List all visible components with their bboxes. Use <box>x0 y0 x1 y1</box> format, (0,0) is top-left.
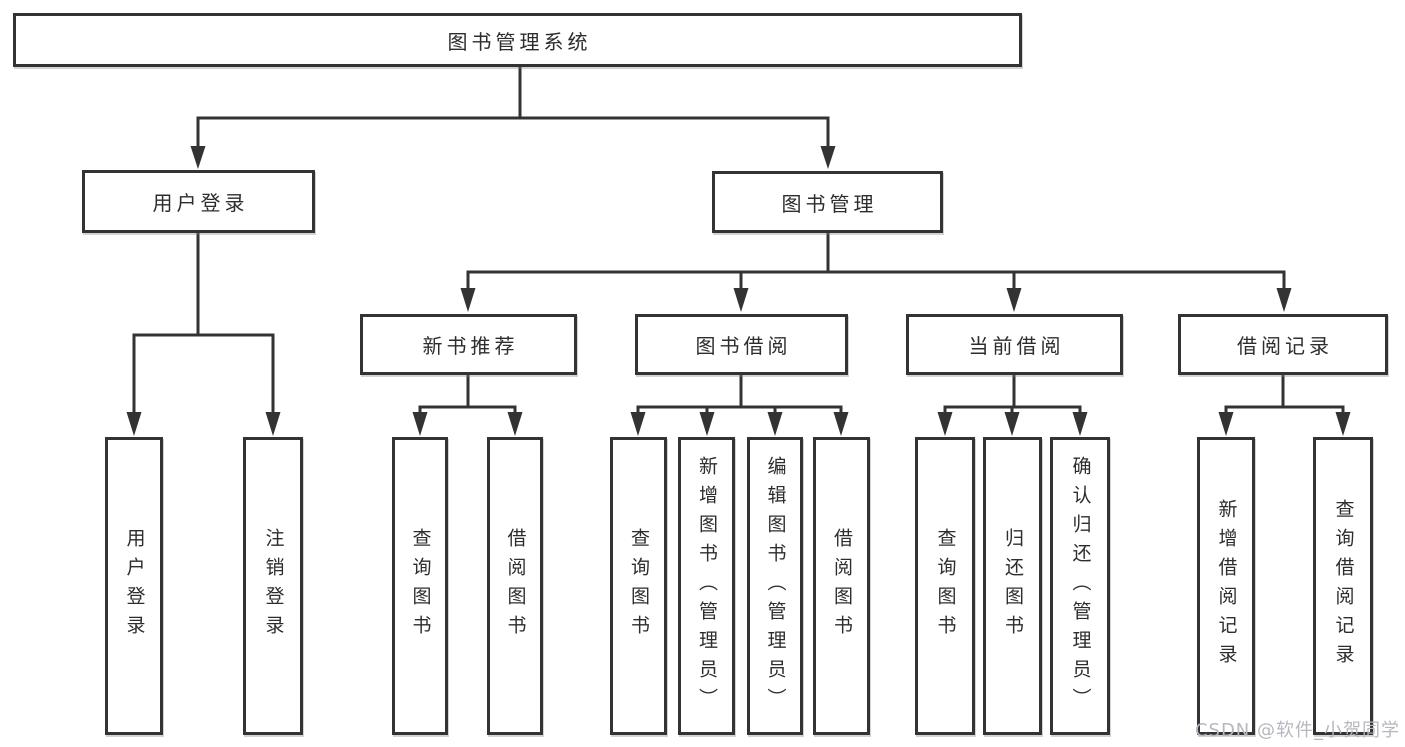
leaf-add-book-admin-label: 新增图书（管理员） <box>696 455 718 717</box>
node-root-label: 图书管理系统 <box>447 29 592 54</box>
node-new-book-recommend-label: 新书推荐 <box>422 334 519 358</box>
node-borrow-records: 借阅记录 <box>1178 314 1388 375</box>
leaf-add-book-admin: 新增图书（管理员） <box>678 437 735 735</box>
node-book-management-label: 图书管理 <box>781 191 878 216</box>
leaf-logout: 注销登录 <box>243 437 303 735</box>
leaf-add-borrow-record-label: 新增借阅记录 <box>1215 499 1238 673</box>
leaf-query-borrow-record-label: 查询借阅记录 <box>1332 499 1355 673</box>
leaf-query-books-borrow: 查询图书 <box>610 437 667 735</box>
node-borrow-records-label: 借阅记录 <box>1237 334 1333 358</box>
leaf-edit-book-admin-label: 编辑图书（管理员） <box>764 455 787 717</box>
node-book-borrowing: 图书借阅 <box>635 314 848 375</box>
leaf-query-books-current-label: 查询图书 <box>934 528 957 644</box>
leaf-borrow-books-recommend-label: 借阅图书 <box>504 528 527 644</box>
node-current-borrowing-label: 当前借阅 <box>968 334 1065 358</box>
leaf-user-login-label: 用户登录 <box>123 528 146 644</box>
csdn-watermark: CSDN @软件_小贺同学 <box>1194 720 1400 741</box>
leaf-return-book-label: 归还图书 <box>1002 528 1024 644</box>
node-book-borrowing-label: 图书借阅 <box>695 334 792 358</box>
node-current-borrowing: 当前借阅 <box>906 314 1123 375</box>
node-book-management: 图书管理 <box>712 171 943 233</box>
leaf-return-book: 归还图书 <box>983 437 1042 735</box>
leaf-query-books-recommend: 查询图书 <box>392 437 448 735</box>
leaf-logout-label: 注销登录 <box>262 528 285 644</box>
node-root: 图书管理系统 <box>13 13 1022 67</box>
leaf-confirm-return-admin: 确认归还（管理员） <box>1050 437 1110 735</box>
leaf-query-borrow-record: 查询借阅记录 <box>1313 437 1373 735</box>
leaf-user-login: 用户登录 <box>105 437 163 735</box>
node-user-login-label: 用户登录 <box>152 191 249 215</box>
leaf-query-books-current: 查询图书 <box>915 437 975 735</box>
leaf-borrow-books-borrow: 借阅图书 <box>813 437 870 735</box>
node-user-login: 用户登录 <box>82 170 315 233</box>
node-new-book-recommend: 新书推荐 <box>360 314 577 375</box>
leaf-query-books-recommend-label: 查询图书 <box>409 528 432 644</box>
leaf-query-books-borrow-label: 查询图书 <box>628 528 650 644</box>
leaf-confirm-return-admin-label: 确认归还（管理员） <box>1069 455 1092 717</box>
leaf-borrow-books-borrow-label: 借阅图书 <box>831 528 853 644</box>
leaf-add-borrow-record: 新增借阅记录 <box>1197 437 1255 735</box>
leaf-edit-book-admin: 编辑图书（管理员） <box>747 437 803 735</box>
leaf-borrow-books-recommend: 借阅图书 <box>487 437 543 735</box>
